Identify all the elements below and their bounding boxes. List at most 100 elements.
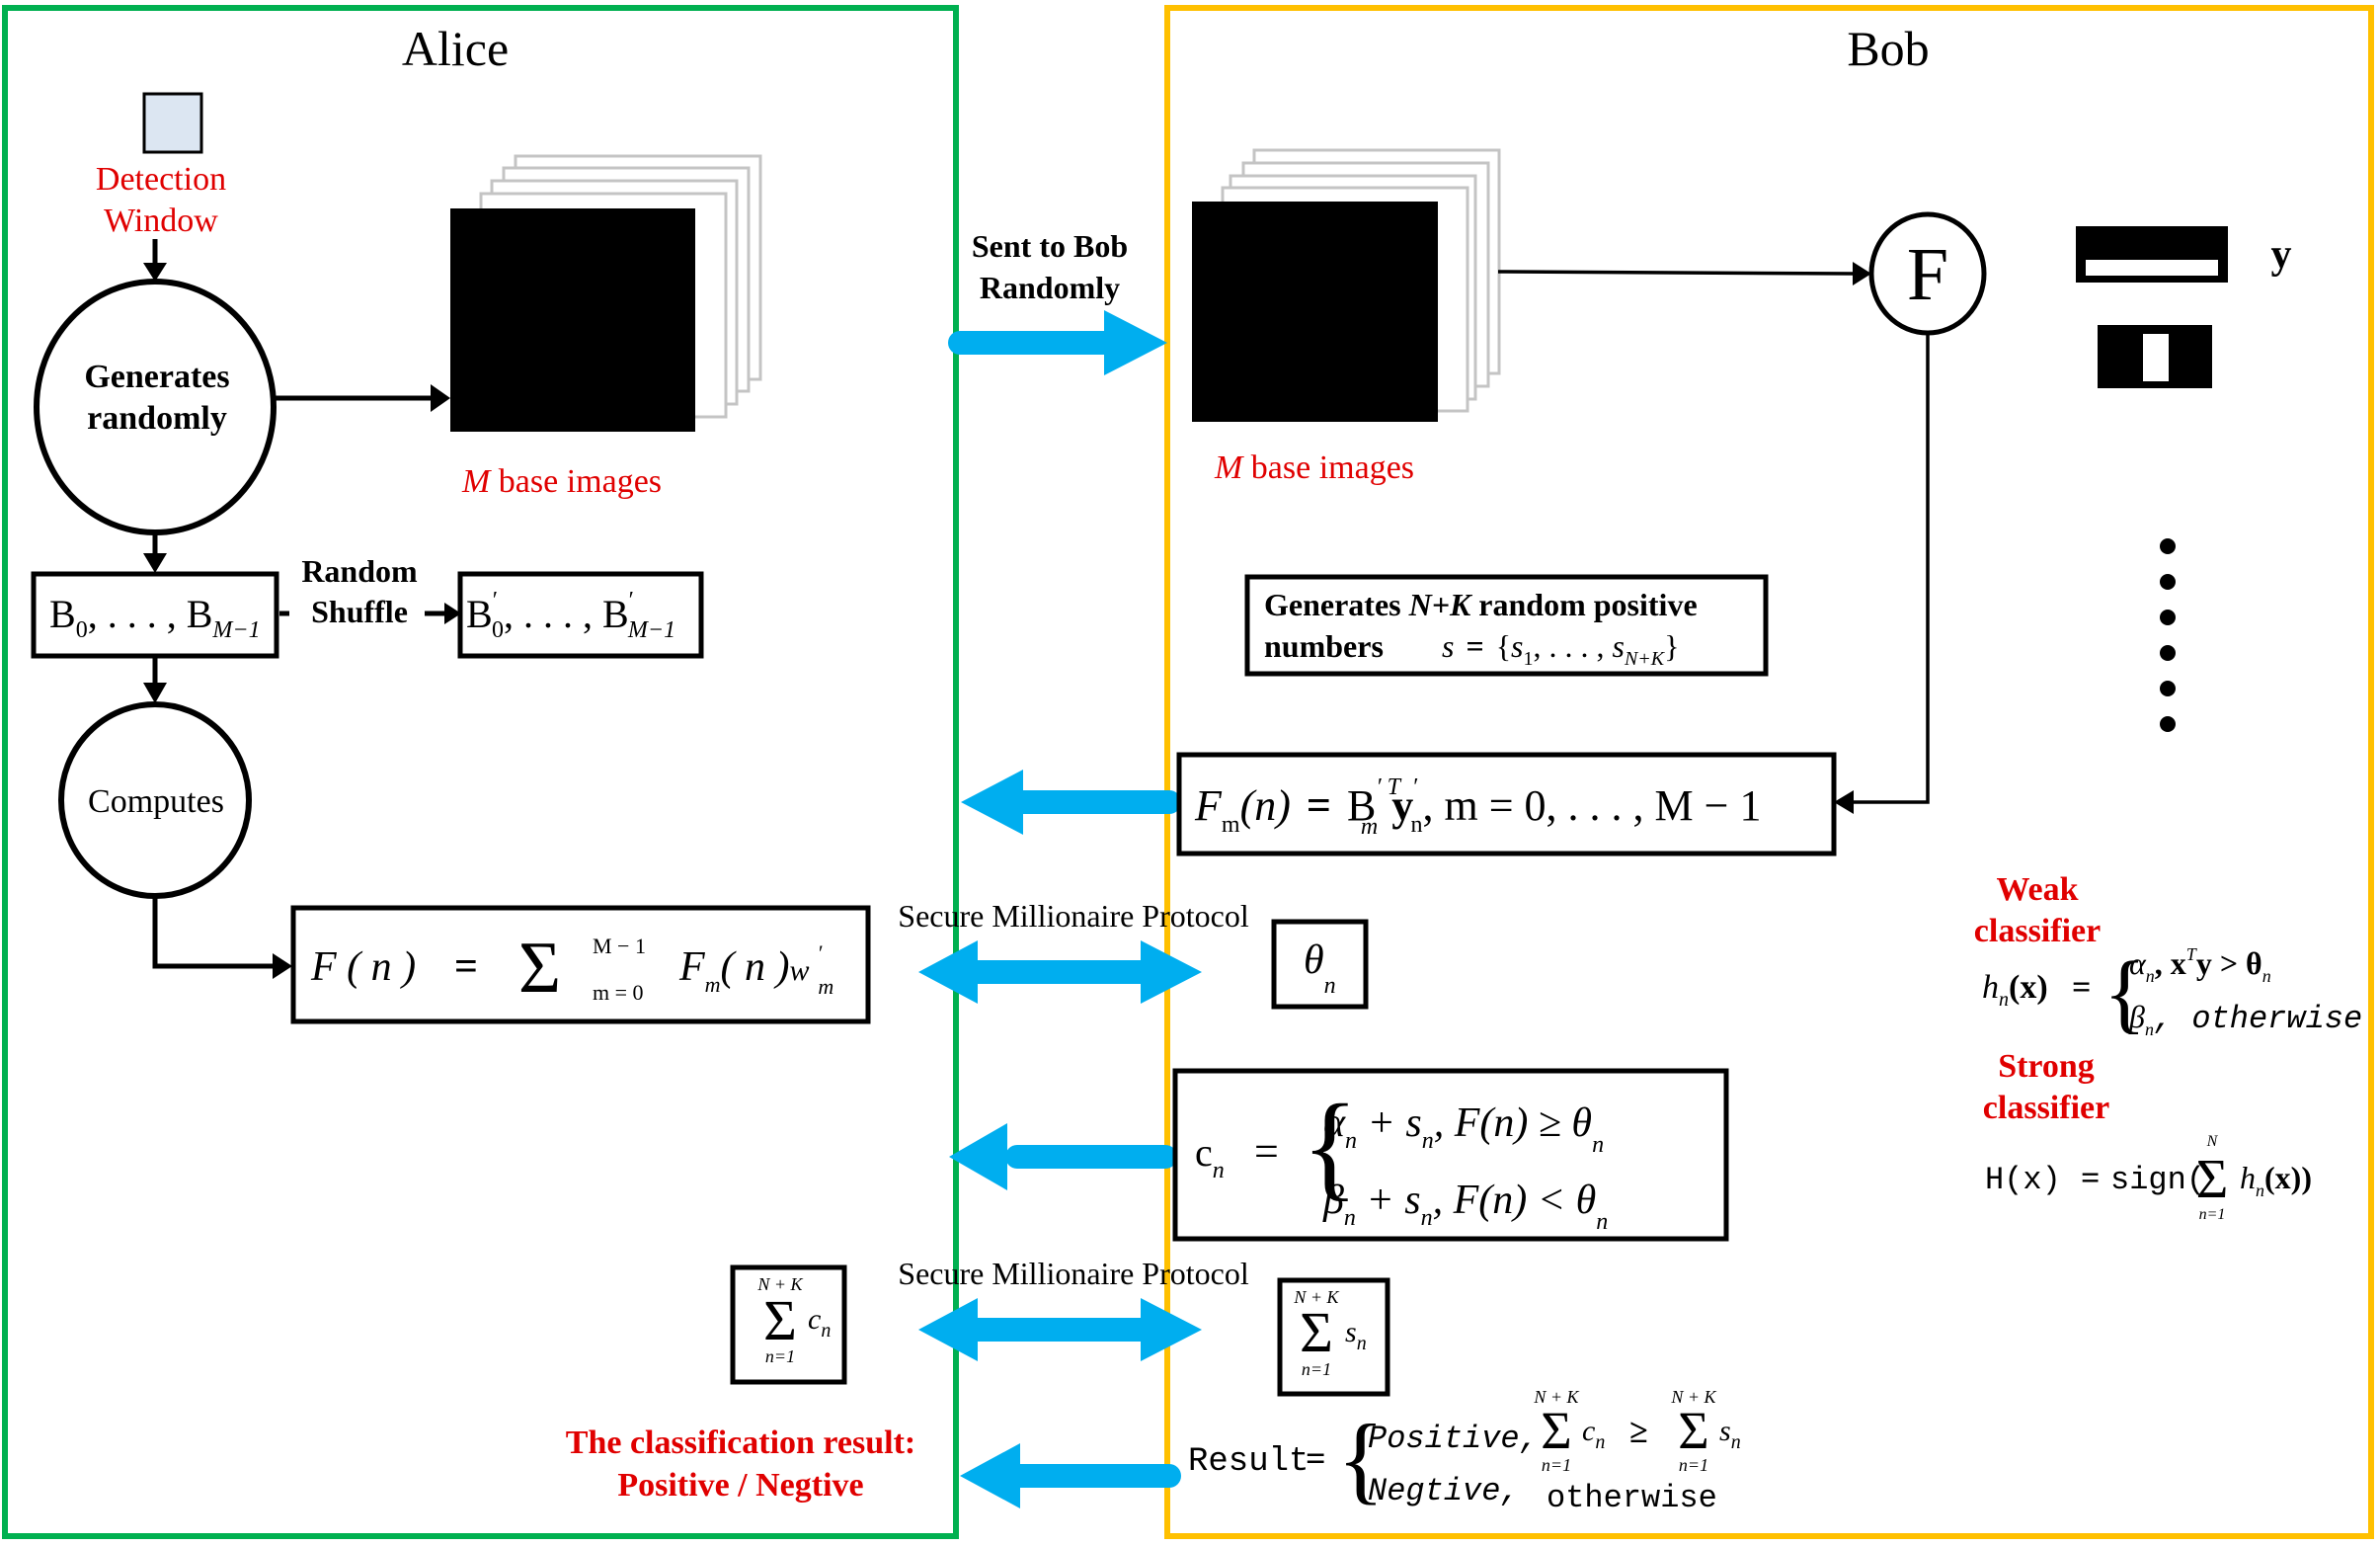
detection-window-label-line1: Detection (96, 161, 226, 198)
arrow-fm-to-alice (961, 770, 1181, 835)
result-negative: Negtive, (1368, 1473, 1520, 1509)
smp-double-arrow-1 (918, 940, 1202, 1004)
base-image-black (1192, 202, 1438, 422)
alice-base-images-stack (450, 154, 762, 432)
sum-s-term: sn (1345, 1316, 1367, 1354)
generate-random-numbers-box (1244, 574, 1769, 677)
haar-feature-horizontal-icon (2076, 226, 2228, 283)
smp-label-1: Secure Millionaire Protocol (898, 898, 1249, 934)
strong-fn: sign( (2110, 1162, 2205, 1198)
strong-sum-lower: n=1 (2199, 1206, 2226, 1223)
result-sum2-lower: n=1 (1679, 1455, 1708, 1475)
alice-title: Alice (402, 21, 509, 76)
result-formula: Result = { Positive, Negtive, N + K Σ n=… (1188, 1387, 1741, 1516)
arrow-f-to-fm (1853, 333, 1930, 804)
alice-panel (2, 5, 959, 1539)
arrowhead-icon (431, 384, 450, 412)
b-prime-sequence-box (457, 571, 704, 659)
arrow-result-to-alice (960, 1443, 1181, 1508)
strong-classifier-formula: H(x) = sign( N Σ n=1 hn(x)) (1985, 1133, 2312, 1223)
fm-formula-box (1176, 752, 1837, 856)
sigma-icon: Σ (518, 928, 561, 1009)
sum-s-lower: n=1 (1302, 1359, 1331, 1379)
result-sum1-upper: N + K (1533, 1387, 1579, 1407)
theta-symbol: θn (1304, 937, 1336, 999)
strong-term: hn(x)) (2240, 1160, 2312, 1200)
y-vector-label: y (2271, 232, 2292, 278)
f-sum-formula-box (290, 905, 871, 1024)
f-lhs: F ( n ) (310, 944, 416, 990)
ellipsis-dot (2160, 574, 2176, 590)
cn-formula: cn = { αn + sn, F(n) ≥ θn βn + sn, F(n) … (1195, 1080, 1608, 1235)
sigma-icon: Σ (1541, 1401, 1571, 1460)
result-c-term: cn (1582, 1415, 1605, 1453)
weak-case1: αn, xTy > θn (2129, 944, 2271, 986)
haar-feature-vertical-icon (2098, 325, 2212, 388)
random-set-formula: s={s1, . . . , sN+K} (1442, 628, 1680, 670)
brace-icon: { (1337, 1404, 1385, 1513)
sum-c-upper: N + K (756, 1274, 803, 1294)
cn-case2: βn + sn, F(n) < θn (1322, 1178, 1608, 1235)
strong-classifier-title-line2: classifier (1983, 1090, 2109, 1126)
weak-case2: βn, otherwise (2128, 999, 2362, 1039)
detection-window-icon (142, 92, 203, 154)
arrowhead-icon (143, 553, 167, 573)
arrowhead-icon (1853, 262, 1871, 285)
base-image-black (450, 208, 695, 432)
sigma-icon: Σ (2196, 1149, 2229, 1210)
detection-window-label-line2: Window (104, 203, 218, 239)
sum-s-upper: N + K (1293, 1287, 1339, 1307)
classification-result-line1: The classification result: (566, 1425, 915, 1461)
bob-base-images-label: M base images (1214, 449, 1414, 486)
f-sum-formula: F ( n ) = Σ M − 1 m = 0 Fm( n )w′m (310, 928, 833, 1009)
bob-base-images-stack (1192, 148, 1501, 422)
ellipsis-dots (2160, 538, 2176, 732)
b-sequence-text: B0, . . . , BM−1 (49, 592, 261, 643)
sum-c-term: cn (808, 1303, 831, 1342)
arrowhead-icon (143, 263, 167, 282)
sent-to-bob-line1: Sent to Bob (972, 228, 1128, 264)
sigma-icon: Σ (1678, 1401, 1708, 1460)
f-sum-lower: m = 0 (593, 980, 644, 1005)
result-otherwise: otherwise (1547, 1480, 1717, 1516)
sum-c-formula: N + K Σ n=1 cn (756, 1274, 831, 1366)
b-prime-sequence-text: B′0, . . . , B′M−1 (466, 588, 675, 643)
weak-eq: = (2072, 969, 2091, 1006)
generates-node-line1: Generates (84, 359, 229, 395)
cn-lhs: cn (1195, 1130, 1225, 1183)
smp-label-2: Secure Millionaire Protocol (898, 1256, 1249, 1291)
f-term: Fm( n )w′m (678, 940, 833, 999)
strong-lhs: H(x) (1985, 1162, 2061, 1198)
cn-eq: = (1254, 1127, 1279, 1176)
f-node-label: F (1907, 233, 1948, 316)
arrowhead-icon (444, 603, 461, 624)
result-lhs: Result (1188, 1443, 1309, 1481)
weak-classifier-title-line1: Weak (1996, 871, 2078, 908)
arrow-cn-to-alice (949, 1123, 1177, 1190)
sum-c-box (730, 1264, 847, 1385)
ellipsis-dot (2160, 538, 2176, 554)
arrow-images-to-f (1497, 270, 1856, 276)
result-eq: = (1306, 1438, 1326, 1478)
random-shuffle-line1: Random (301, 553, 418, 589)
classification-result-line2: Positive / Negtive (617, 1467, 863, 1504)
bob-title: Bob (1847, 21, 1929, 76)
weak-classifier-formula: hn(x) = { αn, xTy > θn βn, otherwise (1982, 944, 2362, 1042)
f-eq: = (454, 944, 478, 990)
generate-random-numbers-line2: numbers (1264, 628, 1384, 664)
b-sequence-box (31, 571, 279, 659)
result-s-term: sn (1719, 1415, 1741, 1453)
smp-double-arrow-2 (918, 1298, 1202, 1361)
generates-node-line2: randomly (87, 400, 227, 437)
ellipsis-dot (2160, 645, 2176, 661)
weak-lhs: hn(x) (1982, 969, 2048, 1011)
result-ge: ≥ (1629, 1414, 1648, 1450)
arrow-sent-to-bob (948, 310, 1167, 375)
arrowhead-icon (1834, 790, 1854, 814)
strong-eq: = (2081, 1160, 2100, 1196)
theta-box (1271, 919, 1369, 1010)
alice-base-images-label: M base images (461, 463, 662, 500)
result-sum1-lower: n=1 (1542, 1455, 1571, 1475)
arrow-computes-to-fn (152, 896, 275, 969)
